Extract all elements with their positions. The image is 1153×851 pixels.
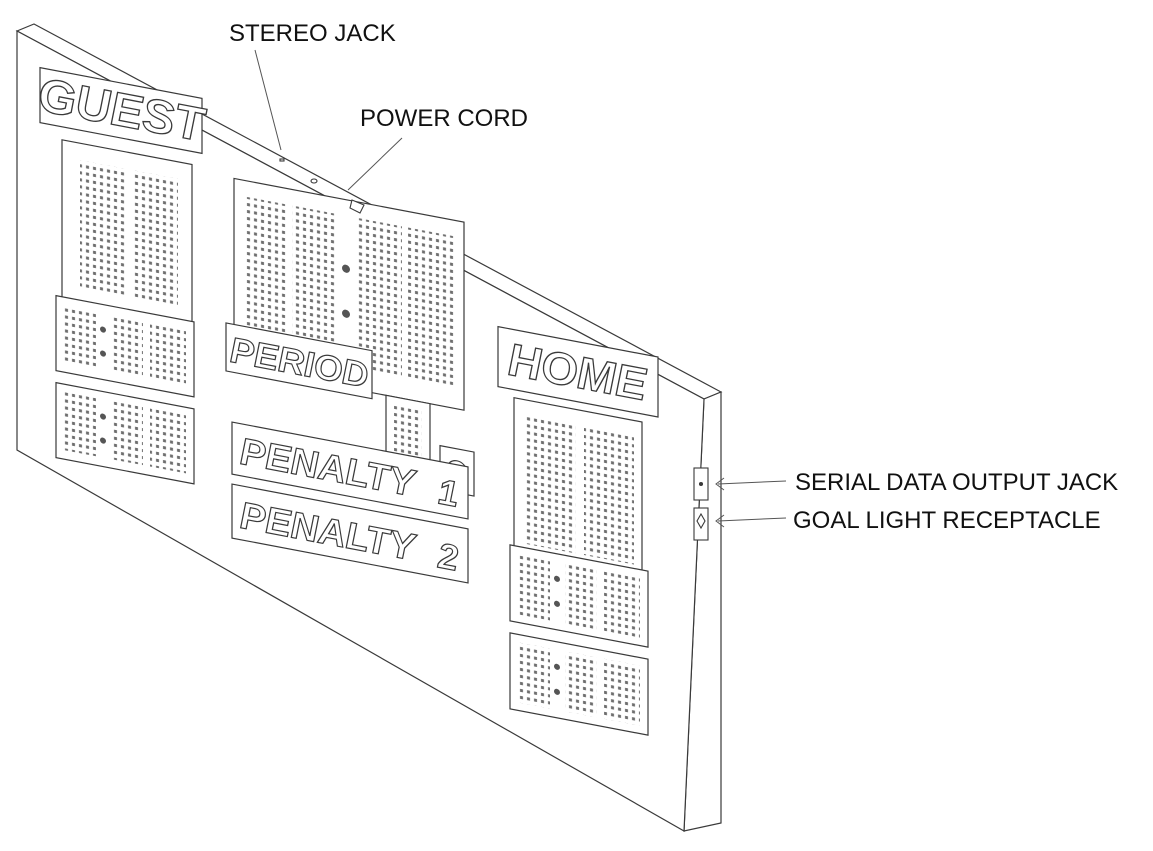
center-section: PERIOD PENALTY 1 PENALTY 2 [225, 177, 475, 584]
home-score-panel [513, 396, 643, 583]
clock-colon-top [342, 264, 350, 273]
leader-lines [254, 49, 787, 528]
goal-light-leader [717, 517, 787, 522]
home-penalty-2-panel [509, 632, 649, 736]
clock-digit-2 [292, 205, 336, 364]
penalty-1-number: 1 [438, 471, 458, 515]
stereo-jack-port [279, 158, 285, 162]
clock-digit-1 [244, 196, 288, 355]
stereo-jack-callout: STEREO JACK [229, 20, 396, 47]
home-penalty-1-panel [509, 544, 649, 648]
goal-light-receptacle-callout: GOAL LIGHT RECEPTACLE [793, 507, 1101, 534]
home-score-digit-1 [524, 415, 576, 554]
guest-score-digit-2 [133, 170, 178, 306]
home-label-panel: HOME [497, 325, 659, 418]
power-cord-port [310, 178, 318, 184]
power-cord-plug [349, 199, 365, 214]
guest-score-digit-1 [80, 160, 125, 296]
home-section: HOME [497, 325, 659, 736]
penalty-2-number: 2 [437, 534, 458, 579]
clock-colon-bottom [342, 309, 350, 318]
guest-score-panel [61, 139, 193, 326]
clock-digit-4 [408, 227, 456, 387]
stereo-jack-leader [254, 49, 282, 151]
serial-data-output-jack-callout: SERIAL DATA OUTPUT JACK [795, 469, 1119, 496]
power-cord-callout: POWER CORD [360, 105, 528, 132]
home-score-digit-2 [584, 426, 634, 565]
power-cord-leader [347, 137, 403, 191]
clock-digit-3 [358, 218, 402, 377]
top-connectors [279, 158, 365, 214]
guest-penalty-2-panel [55, 381, 195, 485]
side-connectors [693, 467, 709, 541]
guest-penalty-1-panel [55, 294, 195, 398]
serial-jack-leader [717, 480, 787, 485]
